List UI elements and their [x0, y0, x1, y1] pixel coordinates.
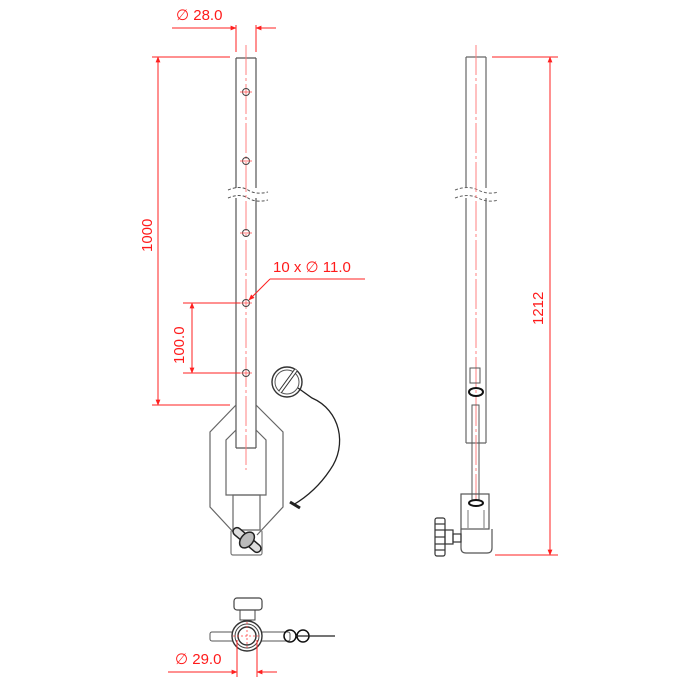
hexagonal-clamp — [209, 404, 284, 536]
label-hole-callout: 10 x ∅ 11.0 — [273, 259, 351, 276]
side-clamp — [460, 493, 490, 530]
wing-screw-icon — [232, 526, 262, 554]
knob-icon — [434, 517, 462, 557]
side-view — [434, 45, 558, 557]
tube-outline — [235, 57, 257, 449]
dimension-diameter-29 — [168, 640, 277, 677]
dimension-diameter-28 — [172, 25, 276, 52]
label-100: 100.0 — [171, 326, 188, 364]
hole-callout-leader — [248, 278, 365, 301]
top-view — [168, 597, 335, 677]
label-1000: 1000 — [139, 218, 156, 252]
dimension-1212 — [492, 56, 558, 556]
spigot — [232, 494, 261, 531]
break-lines-icon — [227, 187, 269, 202]
label-diameter-28: ∅ 28.0 — [176, 7, 223, 24]
label-diameter-29: ∅ 29.0 — [175, 651, 222, 668]
ring-icon — [468, 387, 484, 397]
lock-pin-icon — [271, 366, 303, 398]
spigot-base — [230, 529, 263, 556]
dimension-1000 — [152, 56, 230, 406]
dimension-100 — [183, 302, 240, 374]
cable — [292, 387, 341, 506]
label-1212: 1212 — [530, 291, 547, 325]
front-view — [152, 25, 365, 556]
